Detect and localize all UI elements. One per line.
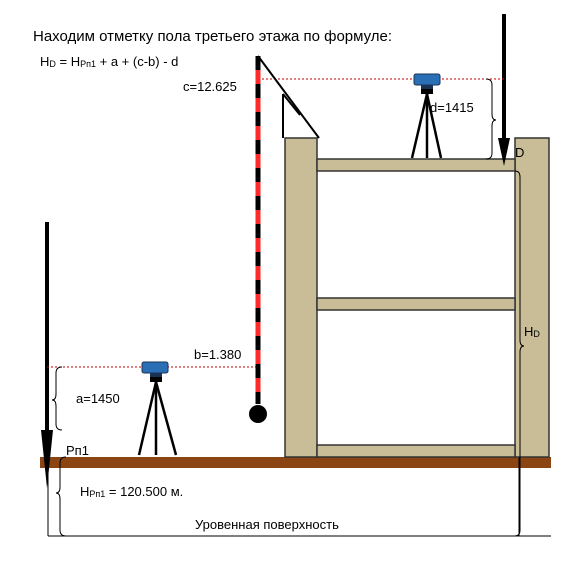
- rod-segment: [255, 238, 261, 252]
- benchmark-stake: [41, 222, 53, 488]
- rod-segment: [255, 112, 261, 126]
- level-instrument-upper: [410, 73, 443, 159]
- leveling-rod: [255, 56, 261, 404]
- left-wall: [284, 137, 318, 458]
- rod-segment: [255, 140, 261, 154]
- formula: HD = HРп1 + a + (c-b) - d: [40, 55, 178, 69]
- rod-segment: [255, 322, 261, 336]
- rod-segment: [255, 154, 261, 168]
- upper-stake: [498, 14, 510, 166]
- label-surface: Уровенная поверхность: [195, 517, 339, 532]
- rod-segment: [255, 280, 261, 294]
- rod-segment: [255, 266, 261, 280]
- rod-segment: [255, 364, 261, 378]
- building: [284, 137, 550, 458]
- brace-d: [485, 78, 497, 160]
- rod-segment: [255, 168, 261, 182]
- label-point-d: D: [515, 145, 525, 160]
- rod-segment: [255, 224, 261, 238]
- brace-a: [51, 366, 63, 431]
- rod-plumb-bob: [249, 405, 267, 423]
- formula-rest: + a + (c-b) - d: [96, 54, 179, 69]
- rod-segment: [255, 392, 261, 404]
- label-hrp-sub: Рп1: [89, 489, 106, 499]
- brace-hrp: [55, 456, 67, 537]
- rod-segment: [255, 56, 261, 70]
- rod-segment: [255, 336, 261, 350]
- rod-segment: [255, 182, 261, 196]
- label-rp1: Рп1: [66, 443, 89, 458]
- formula-mid: = H: [55, 54, 81, 69]
- label-hd-sub: D: [533, 329, 540, 339]
- label-b: b=1.380: [194, 347, 242, 362]
- rod-bracket: [257, 55, 320, 139]
- label-d: d=1415: [430, 100, 474, 115]
- formula-sub2: Рп1: [80, 59, 96, 69]
- floor-1-slab: [316, 444, 516, 458]
- rod-segment: [255, 70, 261, 84]
- rod-segment: [255, 84, 261, 98]
- ground: [40, 457, 551, 468]
- rod-segment: [255, 294, 261, 308]
- label-c: c=12.625: [183, 79, 237, 94]
- label-hd: HD: [524, 325, 540, 339]
- rod-segment: [255, 196, 261, 210]
- rod-segment: [255, 308, 261, 322]
- rod-segment: [255, 350, 261, 364]
- right-wall: [514, 137, 550, 458]
- label-hrp-value: = 120.500 м.: [105, 484, 184, 499]
- rod-segment: [255, 126, 261, 140]
- rod-segment: [255, 252, 261, 266]
- label-hd-h: H: [524, 324, 534, 339]
- diagram-title: Находим отметку пола третьего этажа по ф…: [33, 28, 393, 45]
- formula-sub1: D: [49, 59, 56, 69]
- level-instrument-lower: [137, 361, 178, 456]
- formula-h1: H: [40, 54, 50, 69]
- floor-2-slab: [316, 297, 516, 311]
- label-hrp: HРп1 = 120.500 м.: [80, 485, 183, 499]
- rod-segment: [255, 98, 261, 112]
- label-a: a=1450: [76, 391, 120, 406]
- label-hrp-h: H: [80, 484, 90, 499]
- rod-segment: [255, 210, 261, 224]
- brace-hd: [514, 170, 525, 537]
- rod-segment: [255, 378, 261, 392]
- floor-3-slab: [316, 158, 516, 172]
